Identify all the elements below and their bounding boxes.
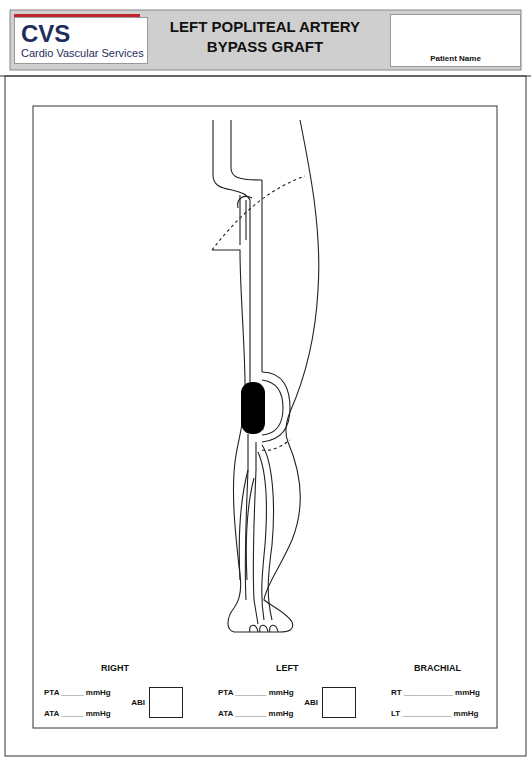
pressure-field: PTA _______ mmHg [218, 688, 294, 697]
column-heading: BRACHIAL [414, 663, 461, 673]
panel-border [33, 106, 497, 728]
pressure-field: ATA _______ mmHg [218, 709, 293, 718]
field-label: ABI [131, 698, 145, 707]
header-band [10, 10, 521, 70]
column-heading: RIGHT [101, 663, 129, 673]
abi-box: ABI [149, 687, 183, 718]
logo-subtitle: Cardio Vascular Services [21, 47, 144, 59]
pressure-field: RT ___________ mmHg [391, 688, 480, 697]
patient-name-box: Patient Name [390, 14, 521, 67]
pressure-field: LT ___________ mmHg [391, 709, 478, 718]
logo-box: CVSCardio Vascular Services [14, 17, 148, 64]
pressure-field: ATA _____ mmHg [44, 709, 111, 718]
leg-illustration [212, 120, 319, 632]
pressure-field: PTA _____ mmHg [44, 688, 111, 697]
field-label: ABI [304, 698, 318, 707]
abi-box: ABI [322, 687, 356, 718]
column-heading: LEFT [276, 663, 299, 673]
header-rule [0, 76, 531, 77]
page-border [5, 76, 526, 756]
form-title: LEFT POPLITEAL ARTERY BYPASS GRAFT [150, 17, 380, 57]
field-label: Patient Name [391, 54, 520, 63]
aneurysm [241, 382, 265, 434]
logo-text: CVS [21, 20, 70, 48]
